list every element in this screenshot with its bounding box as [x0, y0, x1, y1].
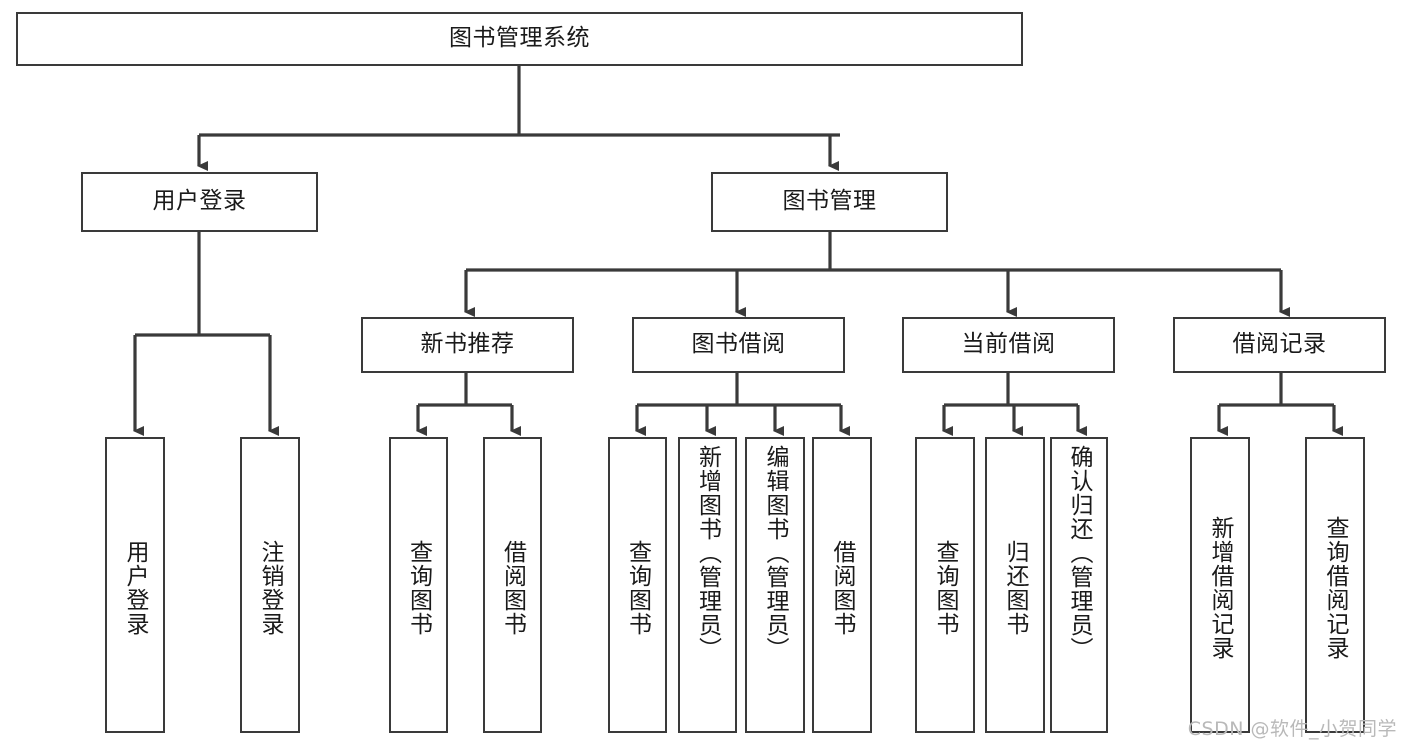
node-root[interactable]: 图书管理系统 [16, 12, 1023, 66]
leaf-borrow-book-1[interactable]: 借阅图书 [483, 437, 542, 733]
leaf-query-record-label: 查询借阅记录 [1322, 516, 1349, 660]
leaf-user-login[interactable]: 用户登录 [105, 437, 165, 733]
node-book-borrow-label: 图书借阅 [691, 331, 786, 358]
node-book-borrow[interactable]: 图书借阅 [632, 317, 845, 373]
node-new-book-recommend[interactable]: 新书推荐 [361, 317, 574, 373]
leaf-borrow-book-1-label: 借阅图书 [499, 540, 526, 636]
leaf-edit-book[interactable]: 编辑图书（管理员） [745, 437, 805, 733]
node-book-manage-label: 图书管理 [782, 188, 877, 215]
node-current-borrow[interactable]: 当前借阅 [902, 317, 1115, 373]
leaf-confirm-return-label: 确认归还（管理员） [1066, 445, 1093, 661]
leaf-query-book-3[interactable]: 查询图书 [915, 437, 975, 733]
leaf-borrow-book-2-label: 借阅图书 [829, 540, 856, 636]
node-borrow-record-label: 借阅记录 [1232, 331, 1327, 358]
leaf-edit-book-label: 编辑图书（管理员） [762, 445, 789, 661]
node-new-book-recommend-label: 新书推荐 [420, 331, 515, 358]
leaf-add-book-label: 新增图书（管理员） [694, 445, 721, 661]
leaf-return-book[interactable]: 归还图书 [985, 437, 1045, 733]
node-user-login-label: 用户登录 [152, 188, 247, 215]
leaf-add-record-label: 新增借阅记录 [1207, 516, 1234, 660]
leaf-query-book-2-label: 查询图书 [624, 540, 651, 636]
leaf-query-record[interactable]: 查询借阅记录 [1305, 437, 1365, 733]
leaf-query-book-3-label: 查询图书 [932, 540, 959, 636]
leaf-logout-login[interactable]: 注销登录 [240, 437, 300, 733]
leaf-query-book-2[interactable]: 查询图书 [608, 437, 667, 733]
node-user-login[interactable]: 用户登录 [81, 172, 318, 232]
node-borrow-record[interactable]: 借阅记录 [1173, 317, 1386, 373]
leaf-return-book-label: 归还图书 [1002, 540, 1029, 636]
node-root-label: 图书管理系统 [449, 25, 590, 52]
leaf-logout-login-label: 注销登录 [257, 540, 284, 636]
node-book-manage[interactable]: 图书管理 [711, 172, 948, 232]
leaf-add-record[interactable]: 新增借阅记录 [1190, 437, 1250, 733]
leaf-query-book-1-label: 查询图书 [405, 540, 432, 636]
leaf-confirm-return[interactable]: 确认归还（管理员） [1050, 437, 1108, 733]
node-current-borrow-label: 当前借阅 [961, 331, 1056, 358]
leaf-query-book-1[interactable]: 查询图书 [389, 437, 448, 733]
leaf-borrow-book-2[interactable]: 借阅图书 [812, 437, 872, 733]
leaf-user-login-label: 用户登录 [122, 540, 149, 636]
leaf-add-book[interactable]: 新增图书（管理员） [678, 437, 737, 733]
